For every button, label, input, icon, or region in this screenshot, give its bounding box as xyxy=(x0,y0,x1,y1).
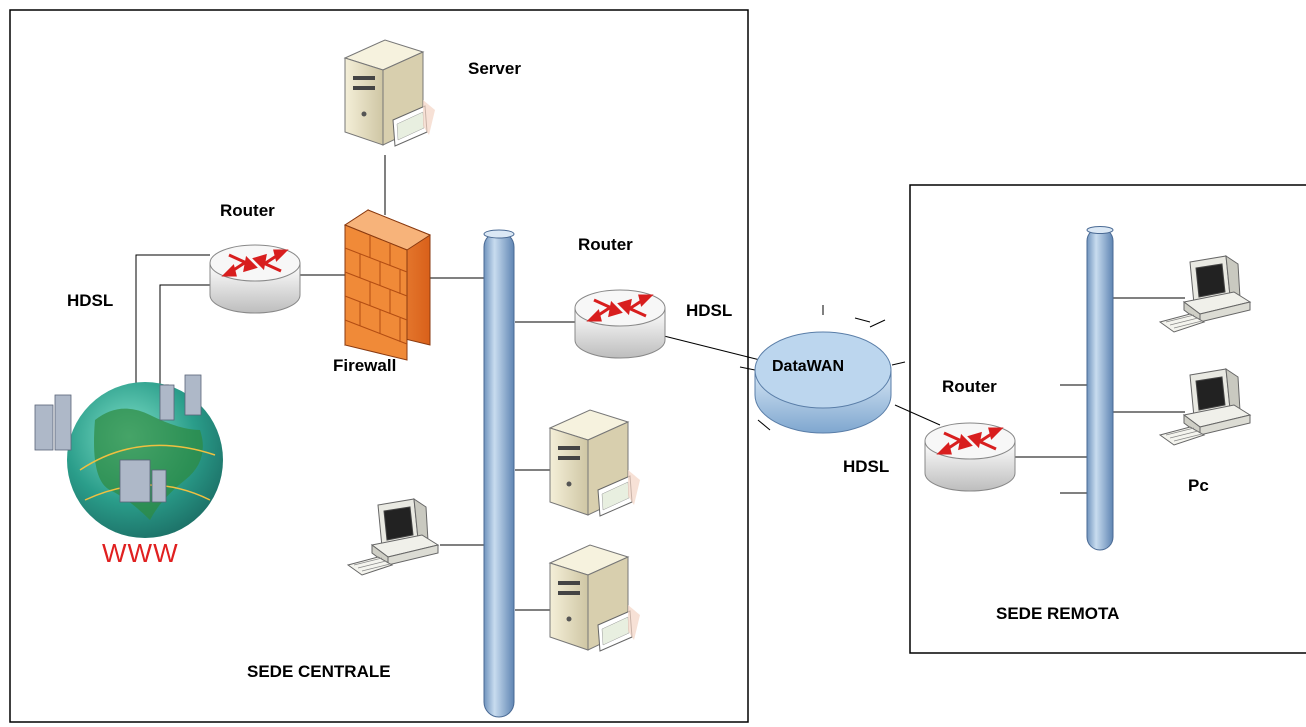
router-remote-icon xyxy=(923,421,1017,493)
network-bus-central-icon xyxy=(483,229,515,718)
pc-remote-bottom-icon xyxy=(1159,368,1251,446)
router-left-icon xyxy=(208,243,302,315)
datawan-cloud-icon xyxy=(754,331,892,434)
server-top-icon xyxy=(344,39,436,147)
network-bus-remote-icon xyxy=(1086,226,1114,551)
sede-centrale-frame xyxy=(9,9,749,723)
firewall-icon xyxy=(343,209,432,361)
network-links xyxy=(300,155,1185,611)
sede-remota-frame xyxy=(909,184,1306,654)
server-middle-icon xyxy=(549,409,641,517)
pc-central-icon xyxy=(347,498,439,576)
server-bottom-icon xyxy=(549,544,641,652)
globe-icon xyxy=(34,374,223,538)
router-center-icon xyxy=(573,288,667,360)
pc-remote-top-icon xyxy=(1159,255,1251,333)
